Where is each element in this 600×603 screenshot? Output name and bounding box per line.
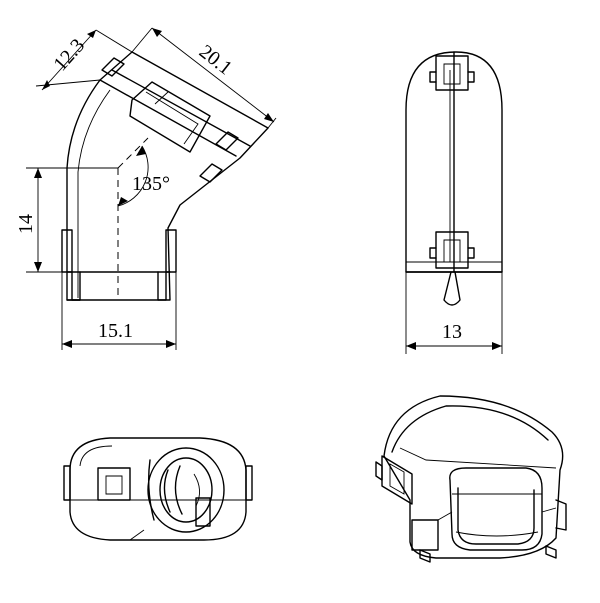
dimension-label-15-1: 15.1 — [98, 320, 133, 342]
dimension-label-14: 14 — [15, 214, 37, 234]
side-view — [405, 51, 503, 306]
dimension-15-1: 15.1 — [61, 272, 177, 350]
dimension-13: 13 — [405, 272, 503, 354]
dimension-14: 14 — [15, 167, 80, 273]
end-view — [63, 437, 253, 541]
dimension-label-20-1: 20.1 — [195, 41, 236, 80]
front-view — [61, 51, 269, 301]
dimension-label-12-3: 12.3 — [49, 35, 89, 76]
dimension-label-13: 13 — [442, 321, 462, 343]
isometric-view — [375, 395, 567, 563]
dimension-label-135: 135° — [132, 173, 170, 195]
